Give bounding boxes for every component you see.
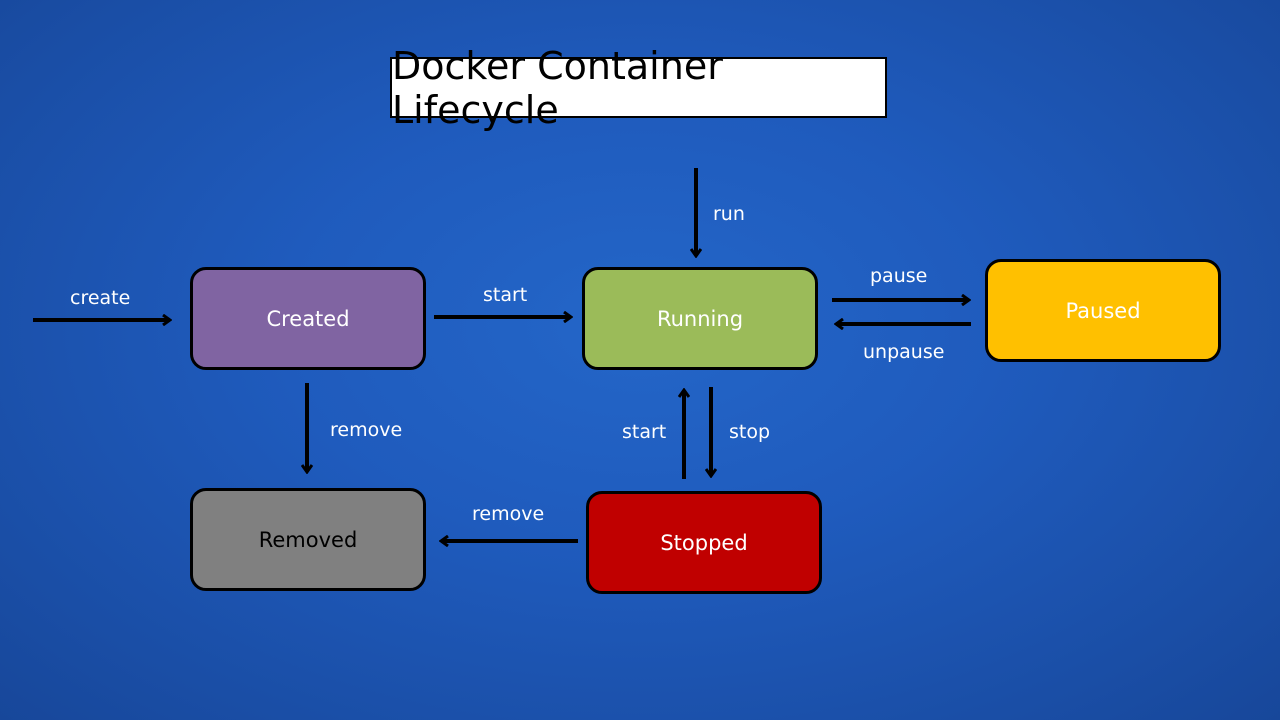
state-running: Running xyxy=(582,267,818,370)
label-remove-stopped: remove xyxy=(472,503,545,525)
label-start-created: start xyxy=(483,284,528,306)
state-created: Created xyxy=(190,267,426,370)
state-created-label: Created xyxy=(266,306,350,331)
state-paused: Paused xyxy=(985,259,1221,362)
label-unpause: unpause xyxy=(863,341,945,363)
label-stop: stop xyxy=(729,421,771,443)
state-stopped-label: Stopped xyxy=(660,530,748,555)
state-stopped: Stopped xyxy=(586,491,822,594)
state-removed-label: Removed xyxy=(258,527,358,552)
label-run: run xyxy=(713,203,745,225)
state-paused-label: Paused xyxy=(1065,298,1141,323)
label-start-stopped: start xyxy=(622,421,667,443)
label-pause: pause xyxy=(870,265,928,287)
state-removed: Removed xyxy=(190,488,426,591)
label-create: create xyxy=(70,287,131,309)
label-remove-created: remove xyxy=(330,419,403,441)
state-running-label: Running xyxy=(656,306,744,331)
